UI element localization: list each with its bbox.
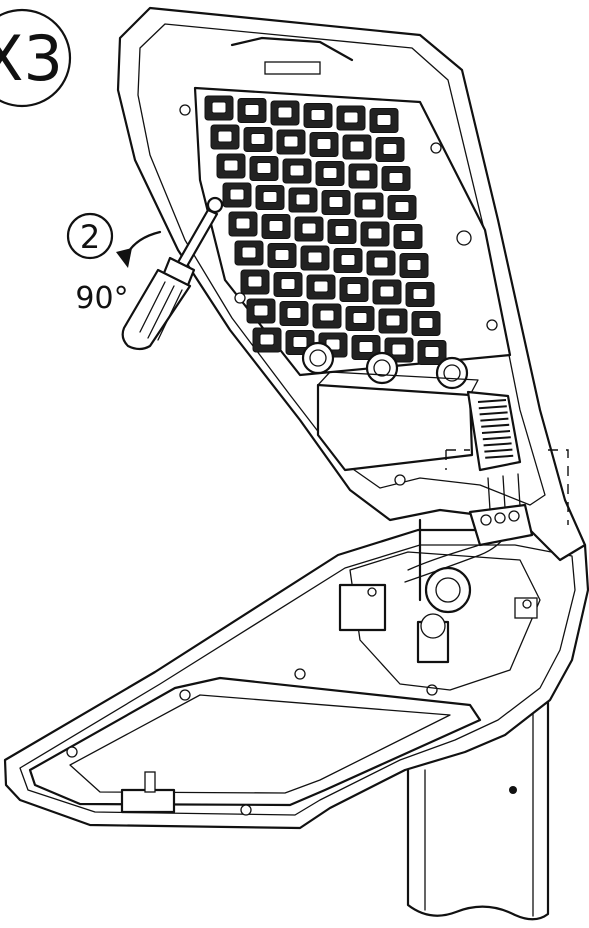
connector-pin [481, 423, 510, 428]
led-lens [346, 283, 362, 295]
connector-pin [477, 399, 507, 403]
led-lens [385, 314, 401, 327]
led-lens [253, 304, 269, 317]
screw-icon [240, 804, 252, 816]
led-lens [259, 333, 275, 346]
led-lens [256, 162, 272, 174]
screw-icon [234, 292, 246, 304]
led-lens [373, 256, 389, 269]
led-lens [388, 172, 404, 184]
led-lens [406, 259, 422, 271]
connector-pin [479, 411, 508, 416]
led-lens [382, 143, 398, 155]
led-lens [292, 336, 308, 348]
led-lens [277, 106, 293, 119]
led-lens [229, 188, 245, 201]
substep-number: 2 [80, 218, 100, 256]
step-badge: X3 [0, 8, 72, 108]
led-lens [283, 135, 299, 148]
led-lens [268, 220, 284, 232]
led-lens [352, 312, 368, 324]
substep-circle-icon [66, 212, 114, 260]
screw-icon [179, 104, 191, 116]
led-lens [241, 246, 257, 259]
terminal-block [338, 583, 387, 632]
connector-pins [477, 399, 514, 459]
rotation-angle-label: 90° [75, 281, 128, 316]
lens-port [365, 351, 399, 385]
led-lens [358, 341, 374, 353]
led-lens [418, 317, 434, 329]
led-lens [319, 309, 335, 322]
screw-icon [179, 689, 191, 701]
screw-icon [294, 668, 306, 680]
screw-icon [426, 684, 438, 696]
lens-port [435, 356, 469, 390]
led-lens [328, 196, 344, 208]
led-lens [250, 133, 266, 145]
pole-screw-icon [509, 786, 517, 794]
step-badge-label: X3 [0, 22, 63, 95]
led-lens [400, 230, 416, 242]
screw-icon [66, 746, 78, 758]
led-lens [391, 343, 407, 356]
cable-gland [424, 566, 472, 614]
led-lens [286, 307, 302, 319]
led-lens [379, 285, 395, 298]
led-lens [322, 167, 338, 179]
led-lens [343, 111, 359, 124]
screw-icon [486, 319, 498, 331]
led-lens [301, 222, 317, 235]
screw-icon [430, 142, 442, 154]
led-lens [217, 130, 233, 143]
led-lens [334, 225, 350, 237]
connector-pin [485, 454, 514, 459]
connector-pin [483, 442, 512, 447]
opened-lid [116, 6, 587, 562]
screw-icon [456, 230, 472, 246]
led-lens [235, 217, 251, 230]
driver-box [316, 383, 474, 472]
led-lens [295, 193, 311, 206]
detail-callout [445, 449, 569, 525]
led-lens [340, 254, 356, 266]
screwdriver-icon [121, 196, 224, 351]
lower-housing [3, 518, 589, 830]
screw-icon [394, 474, 406, 486]
led-lens [280, 278, 296, 290]
step-badge-circle-icon [0, 8, 72, 108]
connector-pin [481, 430, 511, 434]
door-latch [120, 788, 176, 814]
led-lens [412, 288, 428, 300]
lid-handle [264, 61, 321, 75]
led-lens [316, 138, 332, 150]
led-lens [262, 191, 278, 203]
led-lens [211, 101, 227, 114]
led-lens [289, 164, 305, 177]
led-lens [244, 104, 260, 116]
led-lens [310, 109, 326, 121]
led-lens [367, 227, 383, 240]
led-lens [361, 198, 377, 211]
led-lens [313, 280, 329, 293]
lens-port [301, 341, 335, 375]
led-lens [394, 201, 410, 213]
connector-pin [480, 417, 509, 422]
connector-pin [478, 405, 507, 410]
substep-indicator: 2 90° [66, 212, 162, 316]
led-lens [355, 169, 371, 182]
led-lens [307, 251, 323, 264]
connector-pin [484, 448, 513, 453]
led-lens [349, 140, 365, 153]
led-lens [274, 249, 290, 261]
led-lens [223, 159, 239, 172]
led-module-grid [204, 95, 447, 365]
led-lens [247, 275, 263, 288]
led-lens [376, 114, 392, 126]
connector-pin [482, 436, 511, 441]
led-lens [424, 346, 440, 358]
